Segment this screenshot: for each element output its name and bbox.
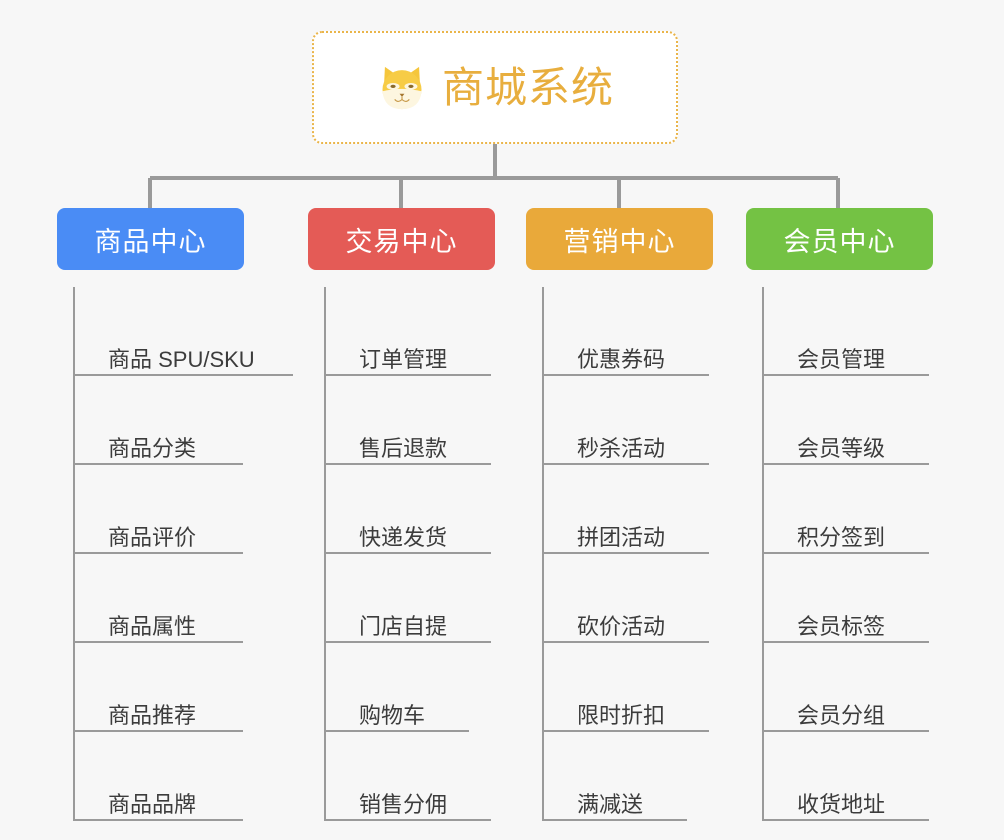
leaf-list: 订单管理 售后退款 快递发货 门店自提 购物车 销售分佣 [324,287,528,821]
leaf-label: 商品属性 [108,613,197,639]
list-item[interactable]: 商品分类 [75,376,277,465]
leaf-underline [75,819,243,821]
list-item[interactable]: 秒杀活动 [544,376,746,465]
leaf-underline [326,730,469,732]
leaf-label: 购物车 [359,702,426,728]
leaf-underline [75,552,243,554]
list-item[interactable]: 商品 SPU/SKU [75,287,293,376]
leaf-label: 销售分佣 [359,791,448,817]
leaf-label: 满减送 [577,791,644,817]
category-label: 会员中心 [783,226,896,257]
leaf-underline [764,641,929,643]
list-item[interactable]: 优惠券码 [544,287,746,376]
leaf-underline [764,374,929,376]
leaf-label: 商品分类 [108,435,197,461]
list-item[interactable]: 商品品牌 [75,732,277,821]
list-item[interactable]: 快递发货 [326,465,528,554]
category-column-交易中心: 交易中心 订单管理 售后退款 快递发货 门店自提 购物车 [308,208,528,821]
leaf-label: 会员等级 [797,435,886,461]
leaf-label: 秒杀活动 [577,435,666,461]
leaf-label: 优惠券码 [577,346,666,372]
list-item[interactable]: 会员等级 [764,376,966,465]
list-item[interactable]: 会员管理 [764,287,966,376]
leaf-underline [544,552,709,554]
category-column-商品中心: 商品中心 商品 SPU/SKU 商品分类 商品评价 商品属性 商品推荐 [57,208,293,821]
leaf-underline [326,819,491,821]
leaf-underline [764,819,929,821]
list-item[interactable]: 商品推荐 [75,643,277,732]
leaf-label: 砍价活动 [577,613,666,639]
list-item[interactable]: 订单管理 [326,287,528,376]
list-item[interactable]: 门店自提 [326,554,528,643]
list-item[interactable]: 购物车 [326,643,528,732]
leaf-underline [544,463,709,465]
leaf-underline [544,819,687,821]
leaf-label: 商品评价 [108,524,197,550]
page-title: 商城系统 [441,63,614,111]
category-label: 交易中心 [345,226,458,257]
list-item[interactable]: 砍价活动 [544,554,746,643]
leaf-label: 快递发货 [359,524,448,550]
leaf-underline [75,641,243,643]
leaf-label: 拼团活动 [577,524,666,550]
leaf-label: 商品 SPU/SKU [108,346,255,372]
leaf-list: 优惠券码 秒杀活动 拼团活动 砍价活动 限时折扣 满减送 [542,287,746,821]
leaf-list: 会员管理 会员等级 积分签到 会员标签 会员分组 收货地址 [762,287,966,821]
list-item[interactable]: 限时折扣 [544,643,746,732]
category-columns: 商品中心 商品 SPU/SKU 商品分类 商品评价 商品属性 商品推荐 [0,208,1004,840]
list-item[interactable]: 商品评价 [75,465,277,554]
leaf-underline [75,374,293,376]
leaf-label: 会员标签 [797,613,886,639]
root-node[interactable]: 商城系统 [312,31,678,144]
list-item[interactable]: 收货地址 [764,732,966,821]
category-label: 营销中心 [563,226,676,257]
leaf-underline [75,463,243,465]
list-item[interactable]: 会员分组 [764,643,966,732]
list-item[interactable]: 满减送 [544,732,746,821]
leaf-label: 商品推荐 [108,702,197,728]
leaf-label: 订单管理 [359,346,448,372]
category-header-会员中心[interactable]: 会员中心 [746,208,933,270]
leaf-underline [326,641,491,643]
list-item[interactable]: 积分签到 [764,465,966,554]
list-item[interactable]: 售后退款 [326,376,528,465]
leaf-underline [544,730,709,732]
list-item[interactable]: 会员标签 [764,554,966,643]
category-header-营销中心[interactable]: 营销中心 [526,208,713,270]
leaf-label: 收货地址 [797,791,886,817]
list-item[interactable]: 销售分佣 [326,732,528,821]
leaf-underline [544,374,709,376]
leaf-underline [75,730,243,732]
leaf-underline [544,641,709,643]
leaf-label: 门店自提 [359,613,448,639]
category-column-营销中心: 营销中心 优惠券码 秒杀活动 拼团活动 砍价活动 限时折扣 [526,208,746,821]
leaf-underline [326,552,491,554]
leaf-underline [764,730,929,732]
category-column-会员中心: 会员中心 会员管理 会员等级 积分签到 会员标签 会员分组 [746,208,966,821]
leaf-label: 限时折扣 [577,702,666,728]
leaf-label: 售后退款 [359,435,448,461]
leaf-underline [764,552,929,554]
category-label: 商品中心 [94,226,207,257]
shiba-dog-face-icon [382,66,422,109]
leaf-label: 积分签到 [797,524,886,550]
leaf-label: 会员分组 [797,702,886,728]
leaf-underline [764,463,929,465]
leaf-underline [326,463,491,465]
leaf-label: 商品品牌 [108,791,197,817]
list-item[interactable]: 拼团活动 [544,465,746,554]
category-header-商品中心[interactable]: 商品中心 [57,208,244,270]
category-header-交易中心[interactable]: 交易中心 [308,208,495,270]
leaf-underline [326,374,491,376]
leaf-label: 会员管理 [797,346,886,372]
leaf-list: 商品 SPU/SKU 商品分类 商品评价 商品属性 商品推荐 商品品牌 [73,287,293,821]
list-item[interactable]: 商品属性 [75,554,277,643]
